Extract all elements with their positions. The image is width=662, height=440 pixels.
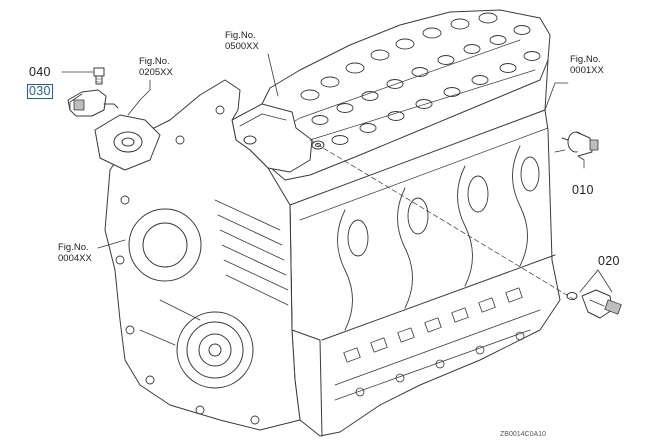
drawing-id: ZB0014C0A10 — [500, 431, 546, 438]
part-010-sensor[interactable] — [554, 131, 599, 157]
fig-callout-0500xx-number: 0500XX — [225, 40, 259, 52]
head-bolt-bosses — [300, 12, 541, 145]
part-020-sensor[interactable] — [566, 289, 622, 319]
thermostat-housing — [231, 103, 325, 173]
block-ribs — [337, 145, 540, 331]
part-030-sensor[interactable] — [67, 89, 119, 117]
gear-case-bolts — [115, 105, 260, 425]
fig-callout-0205xx-number: 0205XX — [139, 66, 173, 78]
part-label-020[interactable]: 020 — [598, 254, 620, 268]
part-label-010[interactable]: 010 — [572, 183, 594, 197]
part-040-bolt[interactable] — [93, 67, 105, 85]
fig-callout-0001xx[interactable]: Fig.No. 0001XX — [570, 54, 604, 76]
gear-case — [94, 79, 301, 431]
fig-callout-0004xx-top: Fig.No. — [58, 242, 89, 253]
gear-case-fins — [139, 199, 289, 346]
fig-callout-0205xx-top: Fig.No. — [139, 56, 170, 67]
leader-lines — [61, 53, 613, 301]
fig-callout-0001xx-number: 0001XX — [570, 64, 604, 76]
fig-callout-0205xx[interactable]: Fig.No. 0205XX — [139, 56, 173, 78]
fig-callout-0004xx-number: 0004XX — [58, 252, 92, 264]
block-lower-detail — [334, 287, 541, 401]
part-label-030-selected[interactable]: 030 — [27, 84, 53, 99]
part-label-040[interactable]: 040 — [29, 65, 51, 79]
fig-callout-0004xx[interactable]: Fig.No. 0004XX — [58, 242, 92, 264]
fig-callout-0500xx-top: Fig.No. — [225, 30, 256, 41]
fig-callout-0001xx-top: Fig.No. — [570, 54, 601, 65]
fig-callout-0500xx[interactable]: Fig.No. 0500XX — [225, 30, 259, 52]
